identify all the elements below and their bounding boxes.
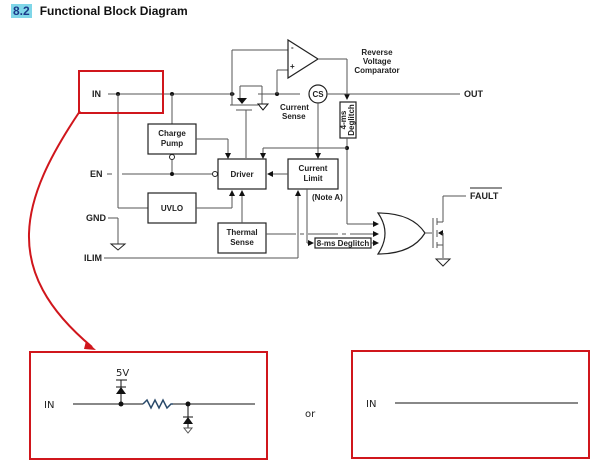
- reverse-comparator-label-1: Reverse: [361, 48, 393, 57]
- charge-pump-label-2: Pump: [161, 139, 183, 148]
- comparator-plus-label: +: [290, 62, 295, 71]
- deglitch-8ms: 8-ms Deglitch: [314, 237, 379, 249]
- fault-fet: [432, 195, 466, 267]
- callout-arrowhead: [84, 341, 96, 350]
- callout-5v-label: 5V: [116, 368, 129, 379]
- or-label: or: [305, 409, 316, 420]
- callout-left-in-label: IN: [44, 400, 54, 411]
- thermal-sense-label-1: Thermal: [226, 228, 257, 237]
- reverse-voltage-comparator: - + Reverse Voltage Comparator: [287, 38, 400, 100]
- pin-out: OUT: [464, 89, 484, 99]
- section-title: Functional Block Diagram: [39, 4, 188, 18]
- uvlo-label: UVLO: [161, 204, 183, 213]
- driver-block: Driver: [212, 158, 267, 190]
- gnd-symbol: [108, 217, 127, 251]
- pass-fet: [230, 49, 300, 158]
- pin-gnd: GND: [86, 213, 107, 223]
- current-limit-label-1: Current: [299, 164, 328, 173]
- current-limit-label-2: Limit: [303, 174, 322, 183]
- callout-box-left: [29, 351, 268, 460]
- en-wire: [107, 172, 212, 176]
- reverse-comparator-label-2: Voltage: [363, 57, 392, 66]
- current-sense: CS Current Sense: [280, 84, 460, 159]
- driver-label: Driver: [230, 170, 253, 179]
- deglitch-8ms-label: 8-ms Deglitch: [317, 239, 370, 248]
- callout-right-in-label: IN: [366, 399, 376, 410]
- diode-icon: [183, 417, 193, 424]
- current-sense-label-2: Sense: [282, 112, 306, 121]
- ilim-wire: [104, 190, 301, 259]
- reverse-comparator-label-3: Comparator: [354, 66, 399, 75]
- pin-fault: FAULT: [470, 191, 499, 201]
- callout-arrow: [28, 110, 93, 348]
- thermal-sense-block: Thermal Sense: [217, 190, 379, 254]
- section-heading: 8.2 Functional Block Diagram: [11, 4, 188, 18]
- pin-ilim: ILIM: [84, 253, 102, 263]
- note-a-label: (Note A): [312, 193, 343, 202]
- current-sense-label-1: Current: [280, 103, 309, 112]
- or-gate: [376, 212, 432, 255]
- section-number: 8.2: [11, 4, 32, 18]
- deglitch-4ms-label-2: Deglitch: [347, 104, 356, 136]
- ground-icon: [182, 427, 194, 434]
- callout-box-right: [351, 350, 590, 459]
- pin-en: EN: [90, 169, 103, 179]
- protection-circuit: [73, 379, 255, 434]
- in-pin-highlight: [78, 70, 164, 114]
- deglitch-4ms-label-1: 4-ms: [339, 110, 348, 129]
- uvlo-block: UVLO: [147, 190, 235, 224]
- charge-pump-label-1: Charge: [158, 129, 186, 138]
- current-limit-block: Current Limit (Note A): [267, 158, 343, 246]
- comparator-minus-label: -: [291, 43, 294, 52]
- resistor-icon: [142, 398, 173, 410]
- thermal-sense-label-2: Sense: [230, 238, 254, 247]
- charge-pump-block: Charge Pump: [147, 123, 231, 174]
- pin-in: IN: [92, 89, 101, 99]
- cs-label: CS: [312, 90, 324, 99]
- deglitch-4ms: 4-ms Deglitch: [260, 101, 379, 227]
